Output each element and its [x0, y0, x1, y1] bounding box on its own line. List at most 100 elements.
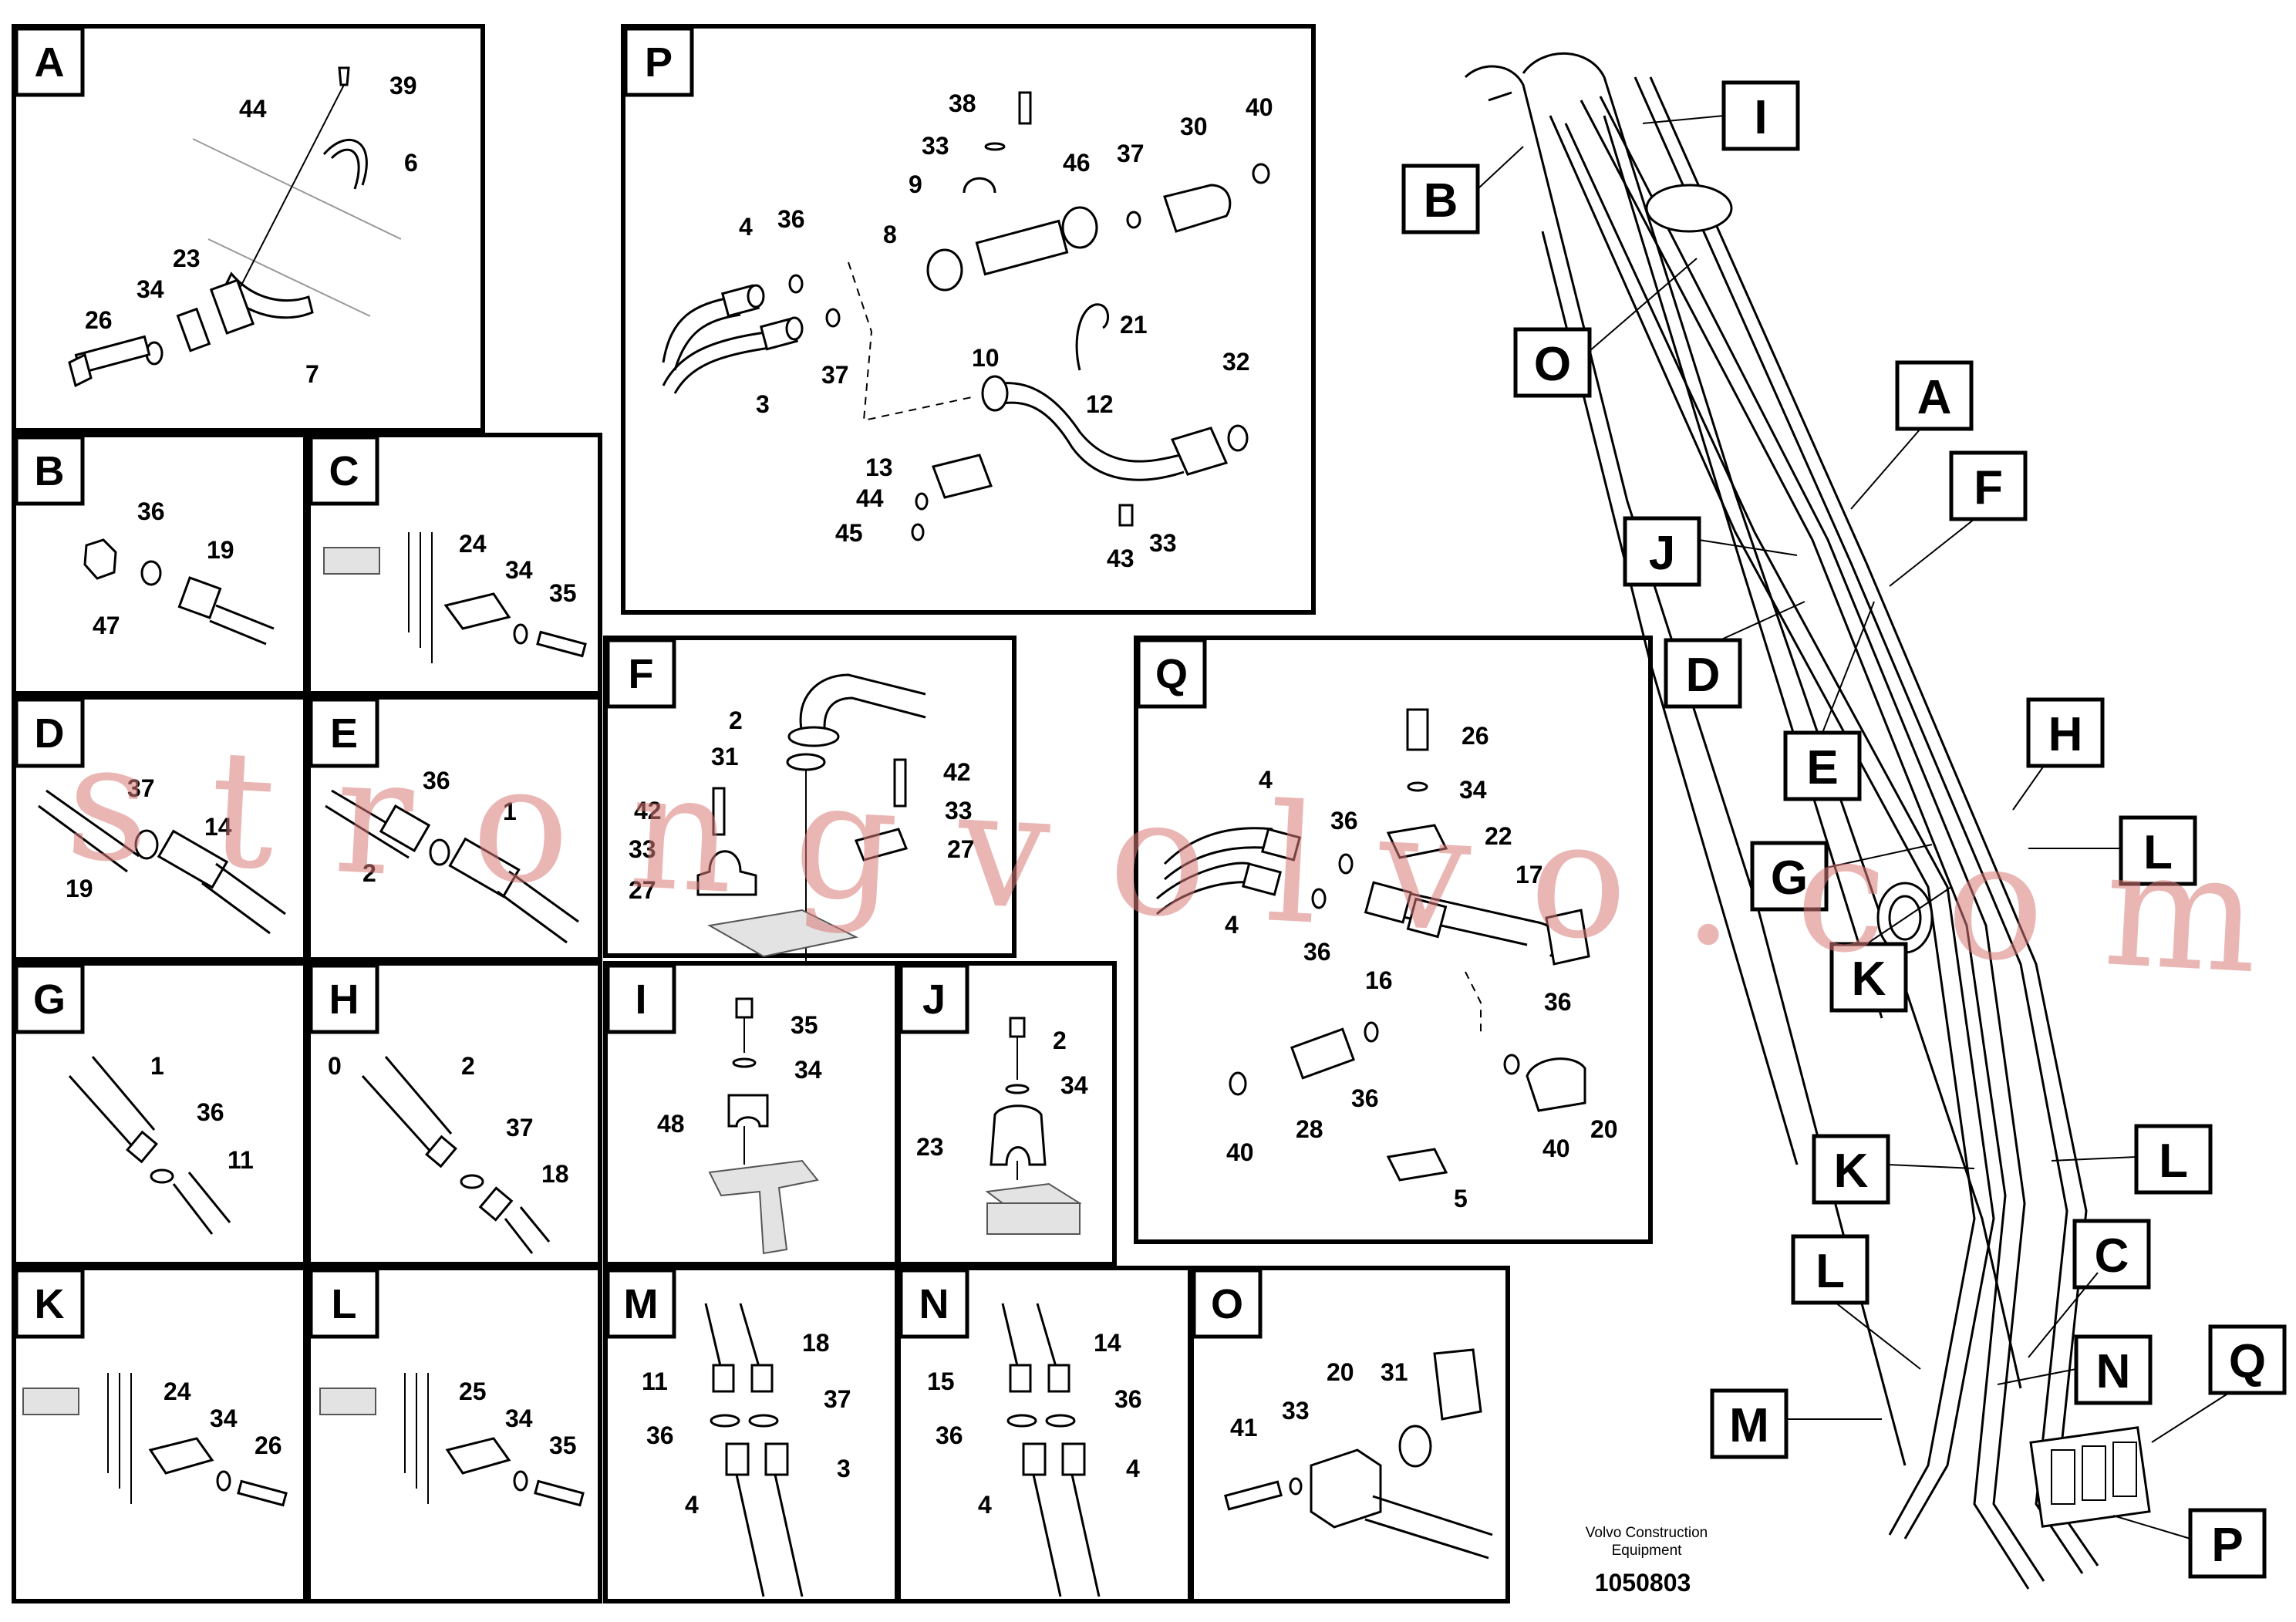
panel-e-drawing	[325, 789, 579, 944]
panel-i-callouts: 35 34 48	[657, 1011, 822, 1138]
callout: 33	[945, 797, 973, 824]
callout: 34	[1459, 776, 1487, 804]
callout: 46	[1063, 149, 1091, 177]
overview-label-o: O	[1534, 338, 1571, 391]
panel-f-drawing	[696, 673, 926, 964]
callout: 2	[1053, 1027, 1067, 1054]
callout: 11	[228, 1146, 254, 1174]
panel-d-callouts: 37 14 19	[66, 774, 232, 902]
overview-label-k-1: K	[1852, 953, 1886, 1006]
panel-q-drawing	[1156, 708, 1590, 1182]
callout: 42	[943, 758, 971, 786]
panel-k-letter: K	[35, 1281, 65, 1327]
panel-d-drawing	[38, 789, 286, 935]
panel-l-callouts: 25 34 35	[459, 1378, 577, 1459]
panel-g-letter: G	[33, 976, 66, 1023]
overview-label-d: D	[1686, 649, 1721, 702]
callout: 32	[1222, 348, 1250, 376]
callout: 17	[1515, 861, 1543, 889]
callout: 1	[503, 798, 517, 825]
callout: 12	[1086, 390, 1114, 418]
drawing-number: 1050803	[1595, 1569, 1691, 1597]
callout: 6	[404, 149, 418, 177]
panel-n-letter: N	[919, 1281, 949, 1327]
panel-h-letter: H	[329, 976, 359, 1023]
callout: 9	[909, 170, 922, 198]
callout: 37	[821, 361, 849, 389]
callout: 21	[1120, 311, 1148, 339]
callout: 34	[505, 556, 533, 584]
credit-line-2: Equipment	[1612, 1543, 1683, 1559]
callout: 41	[1230, 1414, 1258, 1442]
overview-label-g: G	[1771, 851, 1808, 905]
callout: 34	[794, 1056, 822, 1084]
panel-g-drawing	[68, 1056, 231, 1235]
callout: 2	[461, 1052, 475, 1080]
overview-label-j: J	[1649, 527, 1675, 580]
callout: 36	[1330, 807, 1358, 835]
callout: 20	[1327, 1358, 1354, 1386]
callout: 5	[1454, 1185, 1468, 1212]
callout: 47	[93, 612, 120, 639]
overview-label-b: B	[1424, 174, 1458, 228]
callout: 42	[634, 797, 662, 824]
panel-a-drawing	[68, 66, 402, 388]
panel-e-letter: E	[330, 710, 358, 757]
callout: 40	[1246, 93, 1273, 121]
panel-b-drawing	[83, 538, 275, 646]
overview-label-l-1: L	[2143, 826, 2173, 879]
callout: 48	[657, 1110, 685, 1138]
callout: 36	[197, 1098, 224, 1126]
overview-label-c: C	[2095, 1229, 2129, 1283]
callout: 11	[642, 1367, 668, 1395]
panel-l-drawing	[319, 1373, 585, 1507]
callout: 35	[549, 579, 577, 607]
callout: 44	[239, 95, 267, 123]
callout: 34	[137, 275, 164, 303]
panel-e-callouts: 36 1 2	[362, 767, 517, 887]
callout: 14	[204, 813, 232, 841]
callout: 36	[137, 497, 165, 525]
overview-label-l-2: L	[2159, 1135, 2188, 1188]
callout: 3	[837, 1455, 851, 1482]
callout: 10	[972, 344, 1000, 372]
overview-label-l-3: L	[1816, 1245, 1845, 1298]
credit-line-1: Volvo Construction	[1586, 1525, 1708, 1541]
panel-c-letter: C	[329, 448, 359, 494]
callout: 27	[629, 876, 656, 904]
callout: 35	[549, 1431, 577, 1459]
panel-q-letter: Q	[1155, 651, 1188, 697]
panel-o-letter: O	[1211, 1281, 1243, 1327]
callout: 36	[936, 1421, 963, 1449]
callout: 33	[1149, 529, 1177, 557]
overview-label-boxes	[1401, 80, 2287, 1579]
panel-i-letter: I	[635, 976, 646, 1023]
callout: 22	[1485, 822, 1512, 850]
panel-f-callouts: 2 31 42 42 33 33 27 27	[629, 706, 975, 904]
panel-d-letter: D	[35, 710, 65, 757]
callout: 16	[1365, 966, 1393, 994]
callout: 45	[835, 519, 863, 547]
callout: 40	[1542, 1135, 1570, 1162]
callout: 30	[1180, 113, 1208, 140]
overview-label-n: N	[2096, 1345, 2131, 1398]
overview-label-a: A	[1917, 371, 1952, 424]
panel-b-letter: B	[35, 448, 65, 494]
panel-m-callouts: 18 11 37 36 3 4	[642, 1329, 851, 1519]
overview-label-m: M	[1729, 1399, 1769, 1452]
overview-label-k-2: K	[1834, 1145, 1869, 1198]
overview-leaders	[1477, 115, 2230, 1539]
overview-drawing	[1464, 52, 2151, 1590]
callout: 37	[1117, 140, 1145, 167]
callout: 36	[1303, 938, 1331, 966]
callout: 26	[85, 306, 113, 334]
callout: 31	[1381, 1358, 1408, 1386]
callout: 4	[685, 1491, 699, 1519]
panel-a-letter: A	[35, 39, 65, 86]
callout: 23	[173, 244, 201, 272]
callout: 34	[1060, 1071, 1088, 1099]
callout: 4	[1225, 911, 1239, 939]
panel-p-callouts: 38 40 33 30 37 46 9 4 36 8 21 10 3 37 12…	[739, 89, 1273, 572]
panel-g-callouts: 1 36 11	[150, 1052, 254, 1174]
